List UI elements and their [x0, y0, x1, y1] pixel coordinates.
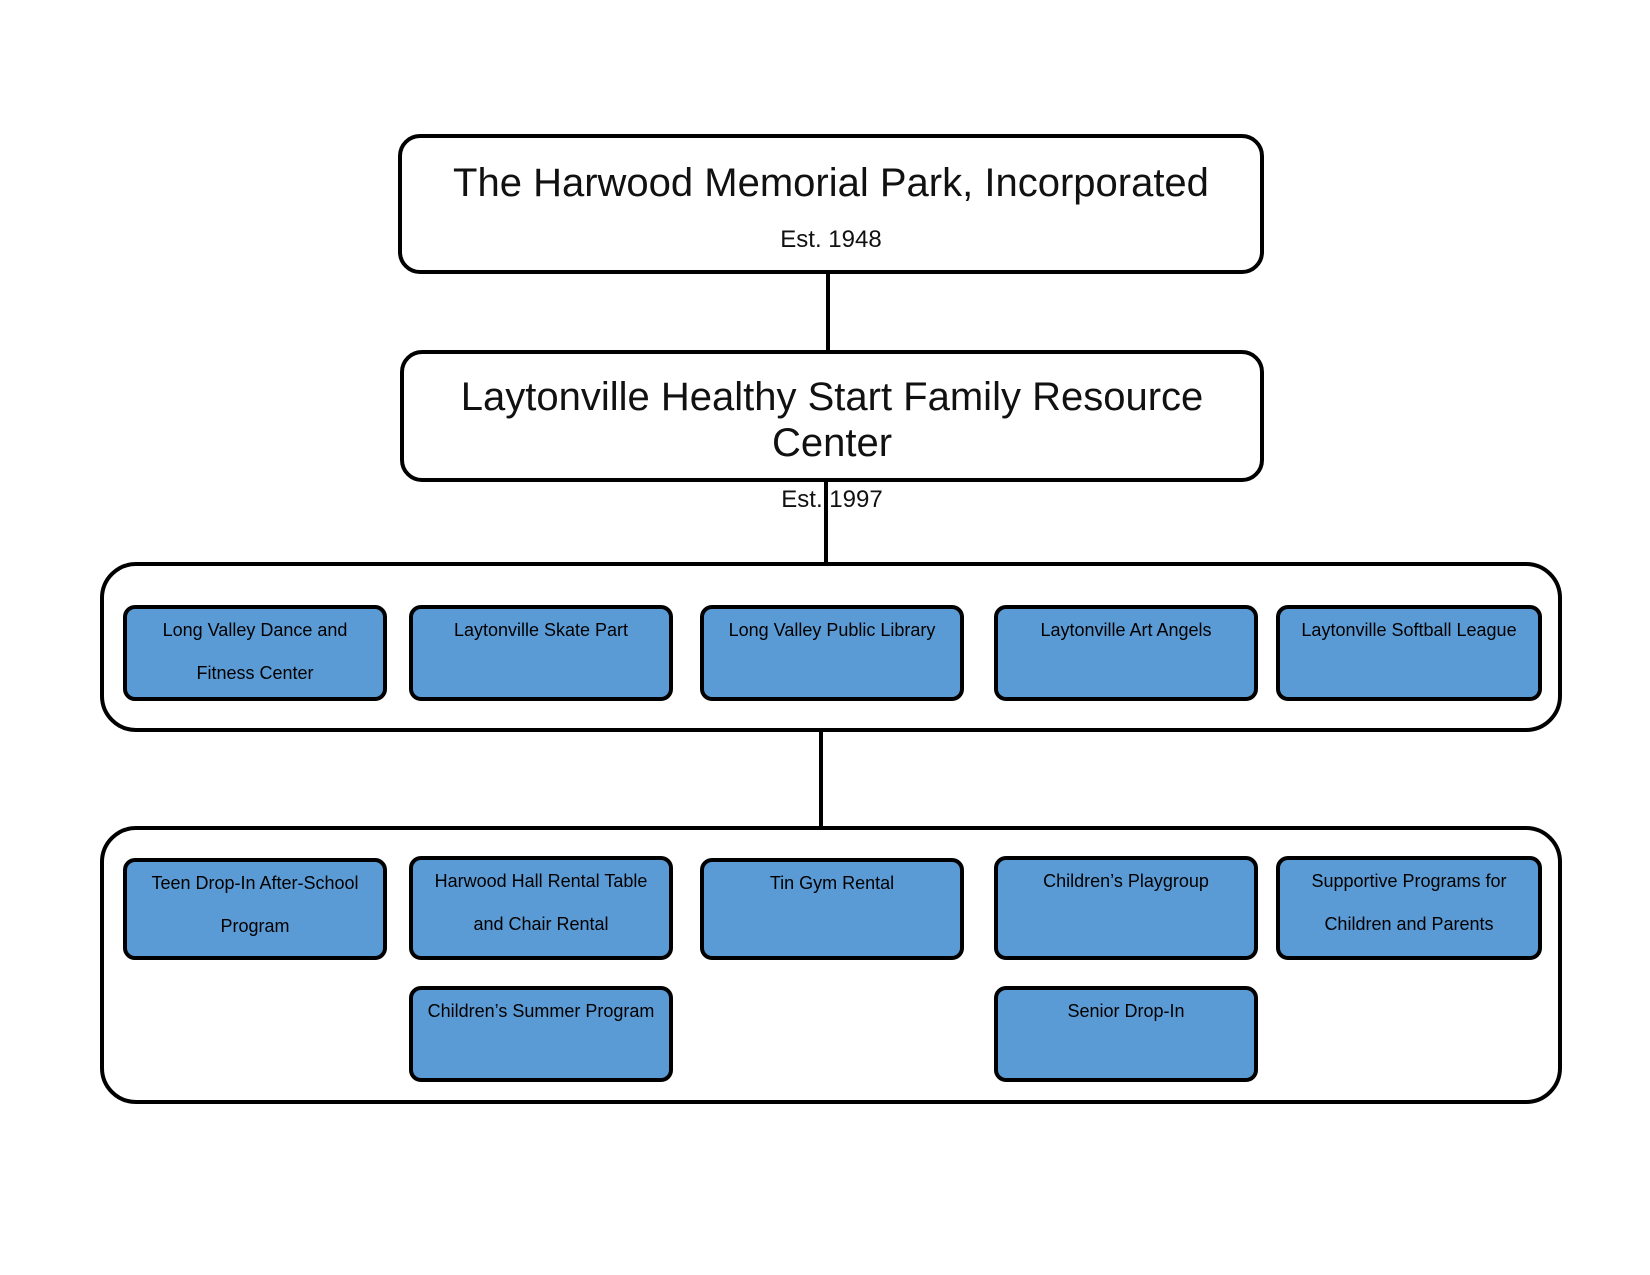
connector-top-to-second — [826, 270, 830, 350]
org-box-harwood-memorial-park: The Harwood Memorial Park, Incorporated … — [398, 134, 1264, 274]
service-box-childrens-summer-program: Children’s Summer Program — [409, 986, 673, 1082]
program-box-public-library: Long Valley Public Library — [700, 605, 964, 701]
org-box-family-resource-center: Laytonville Healthy Start Family Resourc… — [400, 350, 1264, 513]
org-name: The Harwood Memorial Park, Incorporated — [453, 161, 1209, 205]
program-box-skate-park: Laytonville Skate Part — [409, 605, 673, 701]
program-box-art-angels: Laytonville Art Angels — [994, 605, 1258, 701]
org-established: Est. 1948 — [780, 226, 882, 253]
service-box-harwood-hall-rental: Harwood Hall Rental Table and Chair Rent… — [409, 856, 673, 960]
service-box-childrens-playgroup: Children’s Playgroup — [994, 856, 1258, 960]
org-established: Est. 1997 — [781, 486, 883, 513]
service-box-tin-gym-rental: Tin Gym Rental — [700, 858, 964, 960]
org-name: Laytonville Healthy Start Family Resourc… — [460, 375, 1204, 465]
service-box-supportive-programs: Supportive Programs for Children and Par… — [1276, 856, 1542, 960]
service-box-teen-drop-in: Teen Drop-In After-School Program — [123, 858, 387, 960]
service-box-senior-drop-in: Senior Drop-In — [994, 986, 1258, 1082]
connector-programs-to-services — [819, 730, 823, 828]
program-box-dance-fitness: Long Valley Dance and Fitness Center — [123, 605, 387, 701]
program-box-softball-league: Laytonville Softball League — [1276, 605, 1542, 701]
connector-second-to-programs — [824, 480, 828, 564]
